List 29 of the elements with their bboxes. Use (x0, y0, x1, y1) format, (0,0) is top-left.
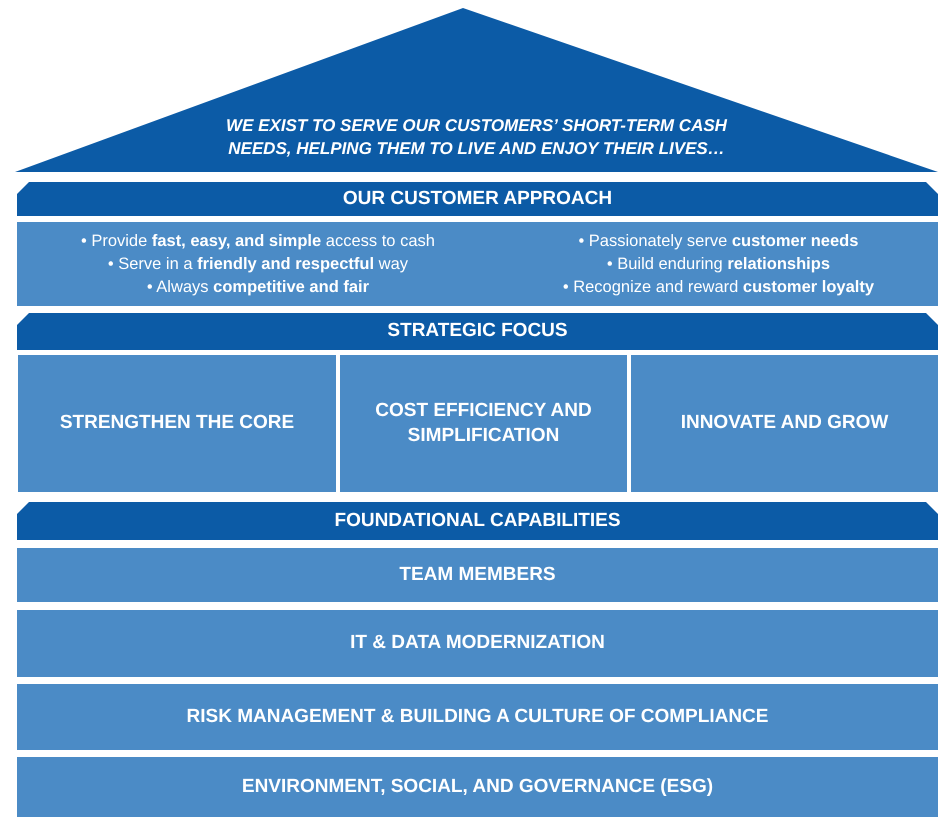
mission-statement: WE EXIST TO SERVE OUR CUSTOMERS’ SHORT-TERM CASH NEEDS, HELPING THEM TO LIVE AND ENJOY THEIR LIVES… (225, 115, 728, 160)
pillar-box (18, 355, 336, 492)
item-label: IT & DATA MODERNIZATION (350, 631, 605, 656)
item-label: ENVIRONMENT, SOCIAL, AND GOVERNANCE (ESG) (242, 774, 714, 799)
pillar-box (631, 355, 938, 492)
bullet-point: • Serve in a friendly and respectful way (108, 254, 408, 274)
section-header (17, 502, 938, 540)
roof-banner (15, 8, 938, 172)
item-label: RISK MANAGEMENT & BUILDING A CULTURE OF COMPLIANCE (186, 704, 768, 729)
foundation-bar (17, 610, 938, 677)
section-header (17, 313, 938, 350)
foundation-bar (17, 757, 938, 817)
bullet-point: • Provide fast, easy, and simple access to cash (80, 230, 435, 252)
bullet-point: • Passionately serve customer needs (578, 230, 858, 252)
foundation-bar (17, 684, 938, 750)
item-label: TEAM MEMBERS (399, 562, 556, 587)
item-label: COST EFFICIENCY AND SIMPLIFICATION (374, 398, 593, 448)
item-label: STRENGTHEN THE CORE (60, 411, 294, 436)
item-label: INNOVATE AND GROW (680, 411, 888, 436)
section-title: STRATEGIC FOCUS (387, 319, 568, 344)
bullet-point: • Recognize and reward customer loyalty (562, 276, 874, 298)
section-header (17, 182, 938, 216)
section-title: FOUNDATIONAL CAPABILITIES (334, 508, 621, 533)
foundation-bar (17, 548, 938, 602)
section-title: OUR CUSTOMER APPROACH (342, 186, 612, 211)
approach-panel (17, 222, 938, 306)
bullet-point: • Always competitive and fair (146, 276, 370, 298)
bullet-point: • Build enduring relationships (606, 254, 830, 274)
pillar-box (340, 355, 627, 492)
